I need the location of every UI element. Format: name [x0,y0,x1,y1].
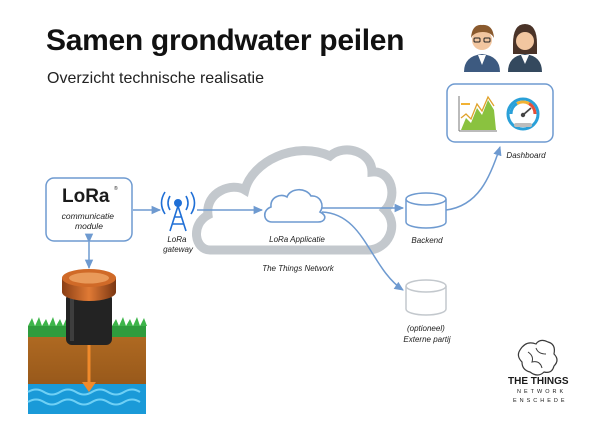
svg-text:NETWORK: NETWORK [517,389,566,395]
application-cloud-icon [263,188,326,223]
dashboard-label: Dashboard [506,151,546,160]
gateway-label: LoRa gateway [163,235,194,254]
chart-icon [458,95,497,132]
arrow-backend-to-dashboard [445,146,502,211]
page-title: Samen grondwater peilen [46,24,405,57]
lora-logo: LoRa ® [62,185,118,207]
gateway-icon [160,191,196,232]
arrow-to-external [321,211,404,291]
people-icon [464,24,542,72]
svg-text:THE THINGS: THE THINGS [508,376,569,387]
external-database-icon [405,279,447,316]
gauge-icon [506,97,540,131]
backend-label: Backend [411,236,443,245]
page-subtitle: Overzicht technische realisatie [47,70,264,87]
lora-module-label: communicatie module [62,211,117,231]
svg-text:LoRa: LoRa [62,186,110,207]
connectors [84,146,502,291]
network-label: The Things Network [262,264,335,273]
ttn-enschede-logo: THE THINGS NETWORK ENSCHEDE [508,339,569,404]
external-label: (optioneel) Externe partij [403,324,450,344]
application-label: LoRa Applicatie [269,235,325,244]
backend-database-icon [405,192,447,229]
groundwater-sensor-illustration [27,269,147,414]
svg-text:®: ® [114,185,118,192]
svg-text:ENSCHEDE: ENSCHEDE [513,398,568,404]
